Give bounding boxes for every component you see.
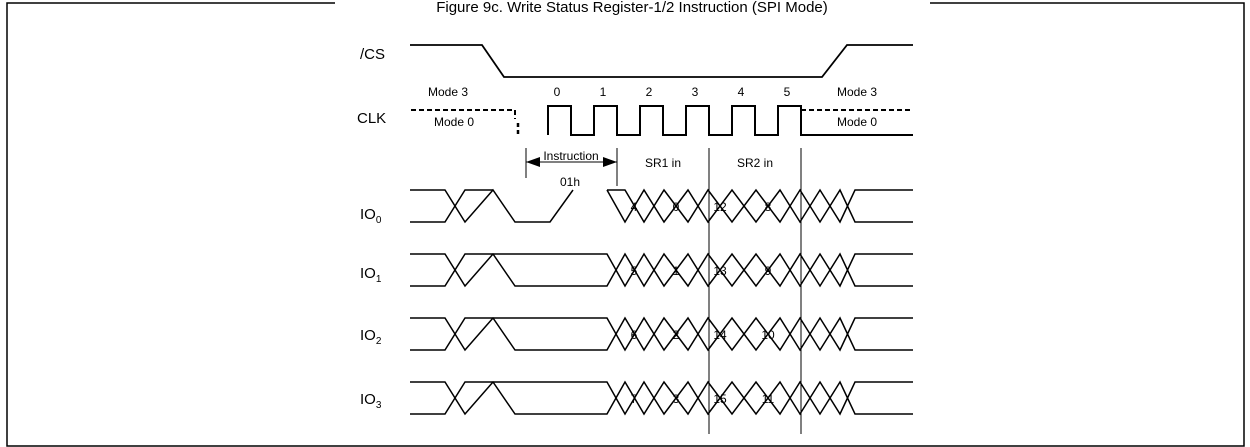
io3-bit-sr2-first: 15 — [713, 392, 727, 406]
clk-mode0-right-label: Mode 0 — [837, 115, 877, 129]
io3-bit-sr1-second: 3 — [673, 392, 680, 406]
io1-bit-sr1-second: 1 — [673, 264, 680, 278]
clk-mode0-left-label: Mode 0 — [434, 115, 474, 129]
title-mask — [335, 0, 930, 14]
phase-boundaries — [525, 148, 802, 434]
cs-waveform — [410, 44, 913, 78]
io0-bits: 4 0 12 8 — [631, 200, 772, 214]
io3-waveform — [410, 380, 913, 416]
io3-bit-sr1-first: 7 — [631, 392, 638, 406]
io0-bit-sr2-first: 12 — [713, 200, 727, 214]
io0-waveform — [410, 188, 913, 224]
io1-bits: 5 1 13 9 — [631, 264, 772, 278]
clk-cycle-1: 1 — [600, 85, 607, 99]
instruction-code-label: 01h — [560, 175, 580, 189]
clk-cycle-3: 3 — [692, 85, 699, 99]
clk-cycle-5: 5 — [784, 85, 791, 99]
figure-frame — [6, 2, 1245, 447]
io3-bit-sr2-second: 11 — [762, 392, 775, 406]
clk-mode3-dashed-left — [411, 109, 516, 119]
clk-mode3-left-label: Mode 3 — [428, 85, 468, 99]
io0-signal-label: IO0 — [360, 206, 382, 226]
sr2-in-label: SR2 in — [737, 156, 773, 170]
instruction-arrow-right — [603, 157, 617, 167]
io2-signal-label: IO2 — [360, 327, 382, 347]
io2-waveform — [410, 316, 913, 352]
clk-cycle-4: 4 — [738, 85, 745, 99]
io2-bit-sr1-second: 2 — [673, 328, 680, 342]
io3-signal-label: IO3 — [360, 391, 382, 411]
clk-waveform — [547, 105, 913, 136]
io0-bit-sr2-second: 8 — [765, 200, 772, 214]
clk-mode3-right-label: Mode 3 — [837, 85, 877, 99]
io2-bits: 6 2 14 10 — [631, 328, 775, 342]
io3-bits: 7 3 15 11 — [631, 392, 775, 406]
io2-bit-sr2-second: 10 — [761, 328, 775, 342]
io0-bit-sr1-second: 0 — [673, 200, 680, 214]
cs-signal-label: /CS — [360, 46, 385, 63]
clk-cycle-2: 2 — [646, 85, 653, 99]
io1-bit-sr1-first: 5 — [631, 264, 638, 278]
io0-bit-sr1-first: 4 — [631, 200, 638, 214]
clk-signal-label: CLK — [357, 110, 386, 127]
io2-bit-sr1-first: 6 — [631, 328, 638, 342]
instruction-arrow-left — [526, 157, 540, 167]
clk-cycle-0: 0 — [554, 85, 561, 99]
io1-signal-label: IO1 — [360, 265, 382, 285]
figure-title: Figure 9c. Write Status Register-1/2 Ins… — [436, 0, 828, 16]
sr1-in-label: SR1 in — [645, 156, 681, 170]
io1-waveform — [410, 252, 913, 288]
io2-bit-sr2-first: 14 — [713, 328, 727, 342]
instruction-label: Instruction — [543, 149, 598, 163]
io1-bit-sr2-second: 9 — [765, 264, 772, 278]
io1-bit-sr2-first: 13 — [713, 264, 727, 278]
